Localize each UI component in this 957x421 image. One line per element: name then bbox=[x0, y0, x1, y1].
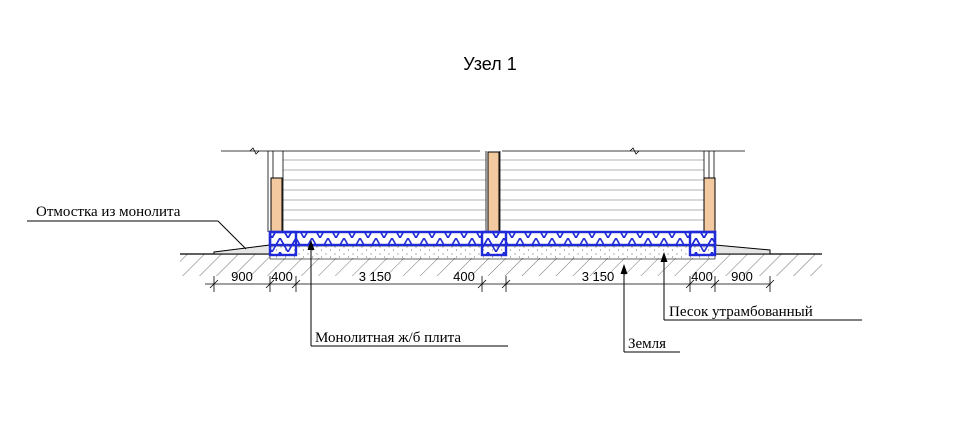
post-middle bbox=[487, 151, 500, 233]
dimension-value: 900 bbox=[231, 269, 253, 284]
label-pesok: Песок утрамбованный bbox=[669, 304, 813, 320]
post-right bbox=[703, 177, 716, 233]
label-zemlya: Земля bbox=[628, 336, 666, 352]
leader-zemlya bbox=[623, 268, 680, 353]
dimension-value: 400 bbox=[453, 269, 475, 284]
dimension-value: 900 bbox=[731, 269, 753, 284]
slab-rib-left bbox=[268, 230, 298, 257]
leader-pesok bbox=[663, 256, 862, 321]
label-otmostka: Отмостка из монолита bbox=[36, 204, 181, 220]
top-break-line bbox=[221, 147, 745, 155]
dimension-value: 3 150 bbox=[582, 269, 615, 284]
arrow-plita bbox=[307, 240, 315, 250]
blind-area bbox=[213, 244, 771, 255]
dimension-values: 900 400 3 150 400 3 150 400 900 bbox=[231, 269, 753, 284]
dimension-value: 400 bbox=[691, 269, 713, 284]
leader-plita bbox=[310, 244, 508, 347]
label-plita: Монолитная ж/б плита bbox=[315, 330, 461, 346]
drawing-title: Узел 1 bbox=[463, 54, 516, 74]
dimension-value: 400 bbox=[271, 269, 293, 284]
leader-otmostka bbox=[27, 220, 247, 250]
slab-rib-middle bbox=[480, 230, 508, 257]
arrow-pesok bbox=[660, 252, 668, 262]
arrow-zemlya bbox=[620, 264, 628, 274]
dimension-value: 3 150 bbox=[359, 269, 392, 284]
dimension-chain bbox=[205, 276, 775, 292]
post-left bbox=[270, 177, 283, 233]
slab-rib-right bbox=[688, 230, 717, 257]
timber-posts bbox=[270, 151, 716, 233]
wall-siding-lines bbox=[283, 159, 704, 221]
monolithic-slab bbox=[268, 230, 717, 257]
